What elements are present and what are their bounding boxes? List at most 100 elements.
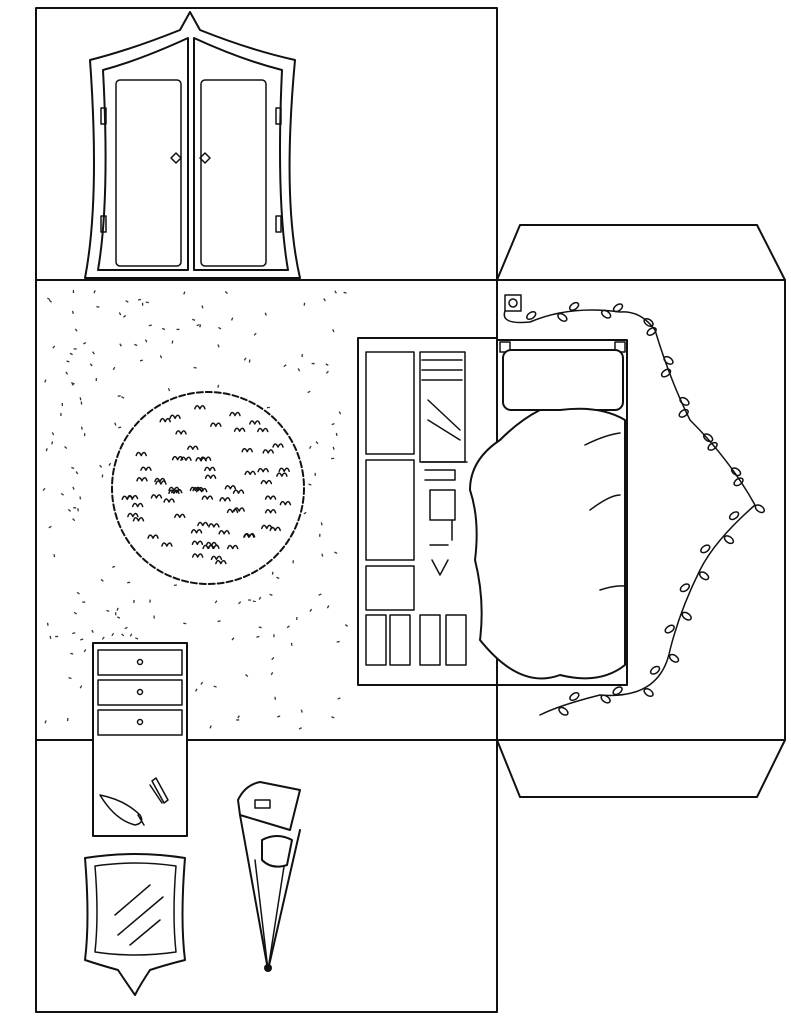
light-bulb-icon (664, 624, 675, 634)
rug-curl (244, 470, 256, 476)
speckle (331, 422, 335, 426)
speckle (213, 685, 217, 688)
speckle (331, 716, 335, 719)
speckle (79, 496, 82, 500)
speckle (308, 483, 312, 486)
speckle (334, 290, 337, 294)
speckle (118, 426, 122, 429)
rug-curl (215, 559, 227, 565)
speckle (106, 609, 110, 612)
round-rug-illustration (111, 391, 305, 585)
speckle (71, 310, 74, 315)
rug-curl (127, 512, 139, 518)
light-bulb-icon (679, 396, 690, 406)
speckle (336, 640, 340, 643)
light-bulb-icon (723, 535, 735, 545)
speckle (167, 387, 171, 392)
rug-curl (226, 508, 239, 514)
speckle (196, 323, 200, 327)
speckle (256, 635, 260, 638)
speckle (139, 359, 144, 362)
rug-curl (161, 542, 173, 547)
light-bulb-icon (733, 477, 744, 487)
speckle (149, 599, 151, 603)
rug-curl (140, 466, 152, 471)
speckle (96, 305, 100, 308)
speckle (72, 486, 75, 490)
light-bulb-icon (557, 312, 568, 322)
speckle (66, 360, 70, 363)
speckle (325, 363, 329, 366)
speckle (209, 725, 212, 729)
speckle (124, 626, 128, 630)
rug-curl (210, 422, 222, 427)
light-bulb-icon (600, 694, 611, 704)
speckle (118, 312, 122, 316)
speckle (159, 355, 163, 359)
speckle (214, 600, 218, 604)
speckle (231, 637, 235, 641)
light-bulb-icon (612, 686, 623, 696)
hairbrush-icon (99, 794, 145, 826)
light-bulb-icon (569, 692, 580, 702)
light-bulb-icon (728, 511, 740, 521)
speckle (111, 632, 115, 637)
speckle (119, 343, 122, 347)
rug-curl (136, 477, 148, 482)
speckle (116, 607, 119, 611)
speckle (323, 298, 326, 302)
speckle (51, 441, 54, 445)
rug-curl (257, 427, 269, 433)
speckle (283, 364, 287, 368)
speckle (48, 299, 53, 303)
speckle (121, 396, 125, 399)
light-bulb-icon (679, 583, 691, 593)
rug-curl (191, 553, 204, 558)
rug-curl (197, 521, 209, 527)
rug-curl (269, 526, 281, 532)
rug-curl (201, 495, 214, 500)
rug-curl (233, 427, 246, 432)
rug-curl (257, 467, 269, 473)
speckle (60, 493, 64, 496)
rug-curl (279, 500, 292, 506)
speckle (71, 466, 75, 470)
rug-curl (204, 466, 216, 472)
speckle (245, 674, 249, 677)
light-bulb-icon (646, 326, 657, 336)
rug-curl (232, 489, 245, 494)
speckle (51, 432, 55, 436)
speckle (92, 351, 95, 355)
rug-curl (175, 430, 187, 435)
rug-curl (135, 451, 147, 457)
rug-curl (243, 533, 255, 538)
speckle (258, 596, 262, 600)
speckle (71, 382, 75, 386)
speckle (93, 290, 96, 294)
rug-curl (224, 484, 237, 490)
rug-curl (264, 495, 277, 500)
rug-curl (170, 488, 183, 494)
speckle (112, 366, 116, 371)
speckle (217, 344, 220, 348)
speckle (44, 720, 47, 724)
light-bulb-icon (526, 310, 537, 321)
light-bulb-icon (663, 355, 674, 365)
speckle (217, 384, 220, 388)
rug-curl (192, 486, 204, 492)
speckle (79, 685, 83, 689)
speckle (331, 457, 335, 460)
light-bulb-icon (558, 706, 569, 716)
speckle (108, 462, 112, 467)
speckle (271, 571, 274, 575)
speckle (112, 565, 116, 568)
rug-curl (261, 524, 273, 530)
speckle (65, 371, 69, 375)
speckle (80, 638, 84, 641)
string-lights-illustration (503, 301, 766, 716)
speckle (127, 581, 131, 584)
speckle (129, 633, 133, 637)
speckle (100, 578, 104, 582)
speckle (334, 551, 338, 554)
speckle (332, 329, 335, 333)
